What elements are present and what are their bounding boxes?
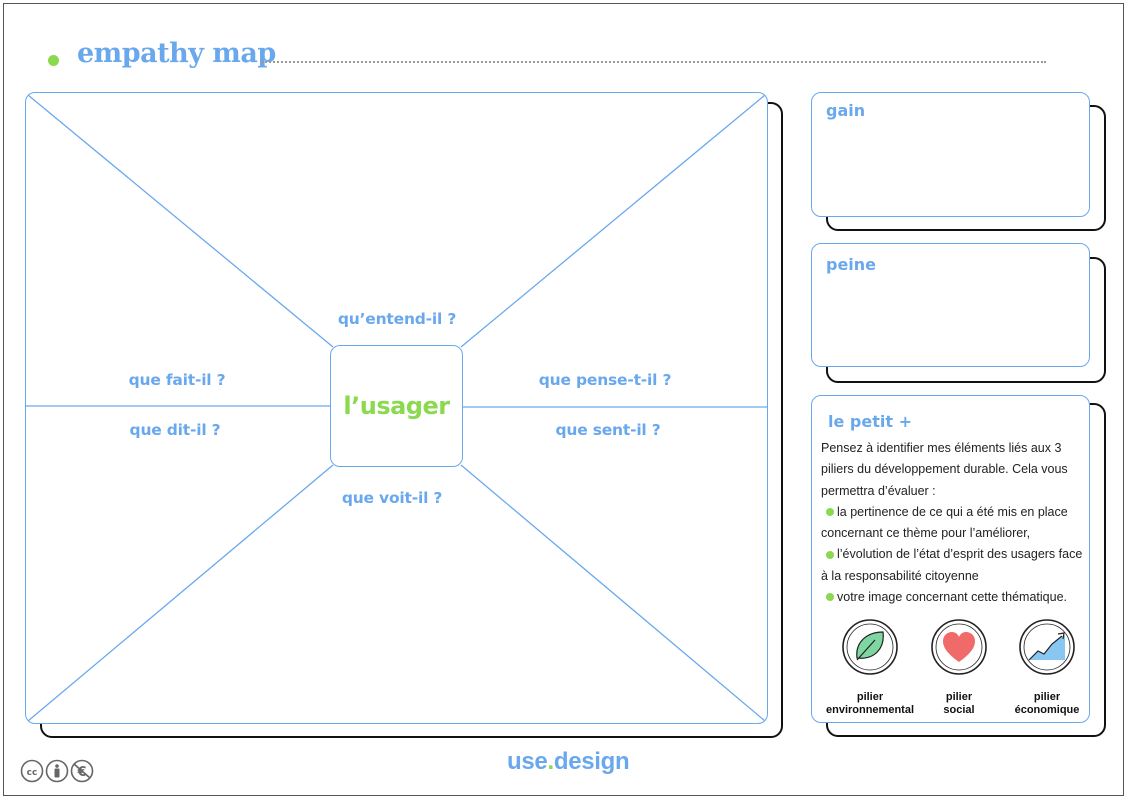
title-dotted-line: [262, 61, 1046, 63]
question-think: que pense-t-il ?: [538, 371, 672, 389]
map-diagonal-lines: [25, 94, 768, 722]
pillar-name: environnemental: [825, 704, 915, 716]
petit-plus-item: votre image concernant cette thématique.: [821, 587, 1091, 608]
pillar-word: pilier: [1033, 691, 1061, 703]
page-frame: [3, 3, 1124, 796]
pain-card[interactable]: [811, 243, 1090, 367]
cc-by-nc-icon[interactable]: cc €: [20, 758, 96, 784]
pain-title: peine: [826, 255, 877, 274]
gain-card[interactable]: [811, 92, 1090, 217]
title-bullet-icon: [48, 55, 59, 66]
gain-title: gain: [826, 101, 866, 120]
brand-logo[interactable]: use.design: [507, 748, 630, 775]
question-see: que voit-il ?: [341, 489, 443, 507]
petit-plus-title: le petit +: [828, 412, 912, 431]
page-title: empathy map: [77, 38, 276, 69]
bullet-icon: [826, 508, 834, 517]
question-do: que fait-il ?: [128, 371, 226, 389]
user-label: l’usager: [343, 392, 450, 420]
pillar-name: économique: [1014, 704, 1080, 716]
growth-chart-icon: [1019, 619, 1075, 675]
bullet-icon: [826, 593, 834, 602]
leaf-icon: [842, 619, 898, 675]
petit-plus-item: l’évolution de l’état d’esprit des usage…: [821, 547, 1083, 583]
bullet-icon: [826, 550, 834, 559]
question-say: que dit-il ?: [129, 421, 221, 439]
user-center-box[interactable]: l’usager: [330, 345, 463, 467]
pillar-word: pilier: [856, 691, 884, 703]
petit-plus-item: la pertinence de ce qui a été mis en pla…: [821, 504, 1068, 541]
pillar-word: pilier: [945, 691, 973, 703]
petit-plus-text: Pensez à identifier mes éléments liés au…: [821, 438, 1091, 608]
pillar-name: social: [943, 704, 975, 716]
svg-text:€: €: [76, 765, 86, 780]
heart-icon: [931, 619, 987, 675]
svg-text:cc: cc: [27, 768, 38, 778]
petit-plus-intro: Pensez à identifier mes éléments liés au…: [821, 441, 1068, 498]
question-feel: que sent-il ?: [555, 421, 661, 439]
question-hear: qu’entend-il ?: [337, 310, 457, 328]
